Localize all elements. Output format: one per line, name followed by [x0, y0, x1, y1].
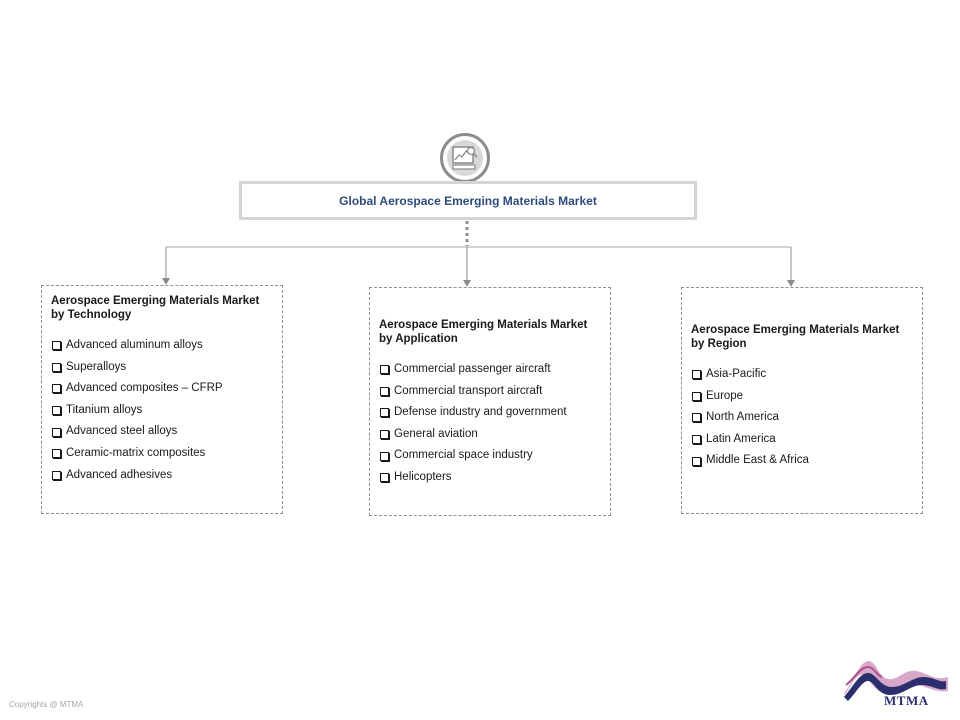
checkbox-bullet-icon [52, 406, 61, 416]
checkbox-bullet-icon [380, 408, 389, 418]
list-item: Titanium alloys [51, 400, 273, 422]
list-item: North America [691, 407, 913, 429]
list-item: Ceramic-matrix composites [51, 443, 273, 465]
list-item: Commercial transport aircraft [379, 381, 601, 403]
segment-title-region: Aerospace Emerging Materials Market by R… [691, 324, 900, 350]
checkbox-bullet-icon [52, 362, 61, 372]
checkbox-bullet-icon [380, 365, 389, 375]
branch-connector-region [787, 247, 795, 287]
root-node: Global Aerospace Emerging Materials Mark… [239, 181, 697, 220]
checkbox-bullet-icon [52, 341, 61, 351]
list-item-label: Middle East & Africa [706, 454, 809, 467]
checkbox-bullet-icon [52, 427, 61, 437]
list-item-label: Advanced steel alloys [66, 425, 178, 438]
segment-title-technology: Aerospace Emerging Materials Market by T… [51, 295, 260, 321]
list-item: Latin America [691, 429, 913, 451]
copyright-text: Copyrights @ MTMA [9, 700, 84, 709]
segment-list-region: Asia-Pacific Europe North America Latin … [691, 364, 913, 472]
segment-box-application: Aerospace Emerging Materials Market by A… [369, 287, 611, 516]
checkbox-bullet-icon [52, 449, 61, 459]
list-item-label: Advanced aluminum alloys [66, 339, 203, 351]
list-item: Advanced adhesives [51, 465, 273, 487]
chart-board-glyph [452, 146, 478, 170]
list-item-label: Commercial space industry [394, 449, 533, 462]
checkbox-bullet-icon [380, 430, 389, 440]
list-item: Advanced steel alloys [51, 421, 273, 443]
list-item-label: North America [706, 411, 779, 424]
list-item-label: Commercial passenger aircraft [394, 363, 551, 375]
list-item: Defense industry and government [379, 402, 601, 424]
segment-box-technology: Aerospace Emerging Materials Market by T… [41, 285, 283, 514]
segment-box-region: Aerospace Emerging Materials Market by R… [681, 287, 923, 514]
list-item-label: Advanced adhesives [66, 468, 173, 481]
list-item: Middle East & Africa [691, 450, 913, 472]
checkbox-bullet-icon [52, 470, 61, 480]
list-item-label: Advanced composites – CFRP [66, 382, 223, 395]
list-item: Helicopters [379, 467, 601, 489]
branch-connector-technology [162, 247, 170, 285]
segment-title-application: Aerospace Emerging Materials Market by A… [379, 319, 588, 345]
list-item-label: Commercial transport aircraft [394, 384, 543, 397]
list-item-label: Latin America [706, 432, 776, 445]
market-chart-icon [440, 133, 490, 183]
branch-connector-application [463, 247, 471, 287]
root-title: Global Aerospace Emerging Materials Mark… [339, 193, 597, 208]
list-item: Europe [691, 386, 913, 408]
list-item: General aviation [379, 424, 601, 446]
checkbox-bullet-icon [692, 435, 701, 445]
list-item-label: Superalloys [66, 360, 127, 373]
checkbox-bullet-icon [692, 370, 701, 380]
checkbox-bullet-icon [380, 386, 389, 396]
list-item-label: Titanium alloys [66, 403, 143, 416]
list-item-label: Defense industry and government [394, 406, 567, 419]
list-item-label: Ceramic-matrix composites [66, 446, 206, 459]
segment-list-technology: Advanced aluminum alloys Superalloys Adv… [51, 335, 273, 486]
mtma-logo: MTMA [844, 660, 948, 708]
checkbox-bullet-icon [692, 456, 701, 466]
list-item: Advanced composites – CFRP [51, 378, 273, 400]
list-item: Advanced aluminum alloys [51, 335, 273, 357]
checkbox-bullet-icon [380, 451, 389, 461]
list-item-label: General aviation [394, 427, 478, 440]
list-item: Commercial passenger aircraft [379, 359, 601, 381]
list-item-label: Europe [706, 389, 744, 402]
checkbox-bullet-icon [380, 473, 389, 483]
checkbox-bullet-icon [692, 413, 701, 423]
list-item: Asia-Pacific [691, 364, 913, 386]
list-item-label: Asia-Pacific [706, 368, 767, 380]
checkbox-bullet-icon [52, 384, 61, 394]
logo-text: MTMA [884, 693, 929, 708]
segment-list-application: Commercial passenger aircraft Commercial… [379, 359, 601, 489]
list-item: Commercial space industry [379, 445, 601, 467]
checkbox-bullet-icon [692, 391, 701, 401]
list-item-label: Helicopters [394, 470, 452, 483]
list-item: Superalloys [51, 357, 273, 379]
